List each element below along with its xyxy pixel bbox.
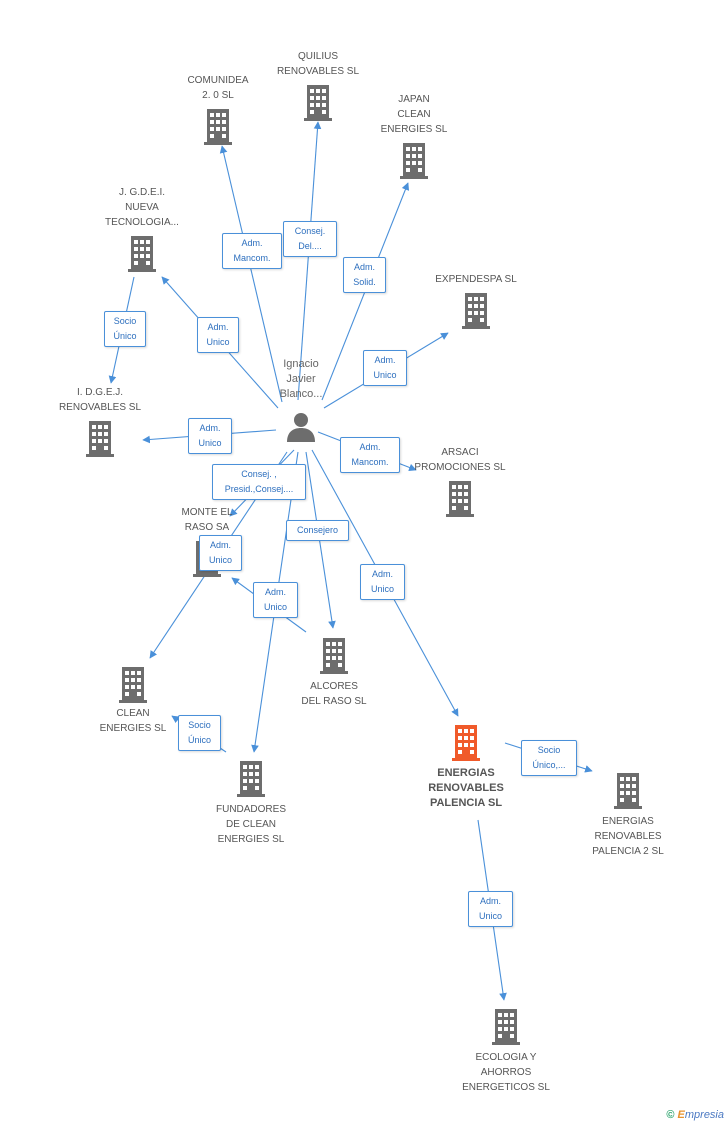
relation-label[interactable]: Adm. Unico — [253, 582, 298, 618]
edge-comunidea — [219, 145, 283, 403]
company-node-jgdei[interactable]: J. G.D.E.I. NUEVA TECNOLOGIA... — [67, 185, 217, 272]
building-icon — [128, 236, 156, 272]
company-label: MONTE EL RASO SA — [181, 507, 233, 533]
building-icon — [237, 761, 265, 797]
company-label: QUILIUS RENOVABLES SL — [276, 51, 360, 77]
building-icon — [304, 85, 332, 121]
company-node-ecologia[interactable]: ECOLOGIA Y AHORROS ENERGETICOS SL — [431, 1009, 581, 1095]
copyright-symbol: © — [666, 1109, 675, 1121]
company-node-arsaci[interactable]: ARSACI PROMOCIONES SL — [385, 445, 535, 517]
company-label: I. D.G.E.J. RENOVABLES SL — [58, 387, 142, 413]
building-icon — [86, 421, 114, 457]
company-label: ALCORES DEL RASO SL — [301, 681, 367, 707]
person-icon — [287, 413, 315, 442]
company-node-japan[interactable]: JAPAN CLEAN ENERGIES SL — [339, 92, 489, 179]
building-icon — [614, 773, 642, 809]
company-node-fundadores[interactable]: FUNDADORES DE CLEAN ENERGIES SL — [176, 761, 326, 847]
company-node-clean[interactable]: CLEAN ENERGIES SL — [58, 667, 208, 736]
relation-label[interactable]: Adm. Mancom. — [222, 233, 282, 269]
company-label: ARSACI PROMOCIONES SL — [414, 447, 506, 473]
building-icon — [462, 293, 490, 329]
brand-initial: E — [677, 1109, 685, 1121]
relation-label[interactable]: Socio Único — [178, 715, 221, 751]
company-node-quilius[interactable]: QUILIUS RENOVABLES SL — [243, 49, 393, 121]
empresia-logo[interactable]: © Empresia — [666, 1109, 724, 1121]
company-label: ECOLOGIA Y AHORROS ENERGETICOS SL — [462, 1052, 550, 1093]
relation-label[interactable]: Socio Único — [104, 311, 146, 347]
company-label: EXPENDESPA SL — [435, 274, 517, 285]
relation-label[interactable]: Adm. Unico — [188, 418, 232, 454]
relation-label[interactable]: Socio Único,... — [521, 740, 577, 776]
building-icon — [452, 725, 480, 761]
relation-label[interactable]: Consej. , Presid.,Consej.... — [212, 464, 306, 500]
company-label: JAPAN CLEAN ENERGIES SL — [380, 94, 448, 135]
relation-label[interactable]: Adm. Solid. — [343, 257, 386, 293]
building-icon — [400, 143, 428, 179]
relation-label[interactable]: Adm. Unico — [363, 350, 407, 386]
building-icon — [492, 1009, 520, 1045]
company-node-expendespa[interactable]: EXPENDESPA SL — [401, 272, 551, 329]
company-node-energias2[interactable]: ENERGIAS RENOVABLES PALENCIA 2 SL — [553, 773, 703, 859]
relation-label[interactable]: Consejero — [286, 520, 349, 541]
relation-label[interactable]: Adm. Unico — [360, 564, 405, 600]
company-label: FUNDADORES DE CLEAN ENERGIES SL — [215, 804, 286, 845]
company-label: COMUNIDEA 2. 0 SL — [187, 75, 249, 101]
person-node[interactable]: Ignacio Javier Blanco... — [221, 357, 381, 442]
person-name: Ignacio Javier Blanco... — [279, 358, 323, 400]
company-node-comunidea[interactable]: COMUNIDEA 2. 0 SL — [143, 73, 293, 145]
company-label: ENERGIAS RENOVABLES PALENCIA 2 SL — [592, 816, 664, 857]
brand-name: mpresia — [684, 1109, 724, 1121]
building-icon — [204, 109, 232, 145]
company-label-highlighted: ENERGIAS RENOVABLES PALENCIA SL — [428, 767, 504, 809]
relation-label[interactable]: Adm. Mancom. — [340, 437, 400, 473]
company-node-energias[interactable]: ENERGIAS RENOVABLES PALENCIA SL — [391, 725, 541, 811]
edge-quilius — [297, 121, 322, 401]
building-icon — [320, 638, 348, 674]
company-label: J. G.D.E.I. NUEVA TECNOLOGIA... — [105, 187, 179, 228]
relation-label[interactable]: Adm. Unico — [468, 891, 513, 927]
relation-label[interactable]: Consej. Del.... — [283, 221, 337, 257]
company-node-alcores[interactable]: ALCORES DEL RASO SL — [259, 638, 409, 709]
relation-label[interactable]: Adm. Unico — [197, 317, 239, 353]
building-icon — [119, 667, 147, 703]
relation-label[interactable]: Adm. Unico — [199, 535, 242, 571]
company-node-idgej[interactable]: I. D.G.E.J. RENOVABLES SL — [25, 385, 175, 457]
building-icon — [446, 481, 474, 517]
company-label: CLEAN ENERGIES SL — [99, 708, 167, 734]
